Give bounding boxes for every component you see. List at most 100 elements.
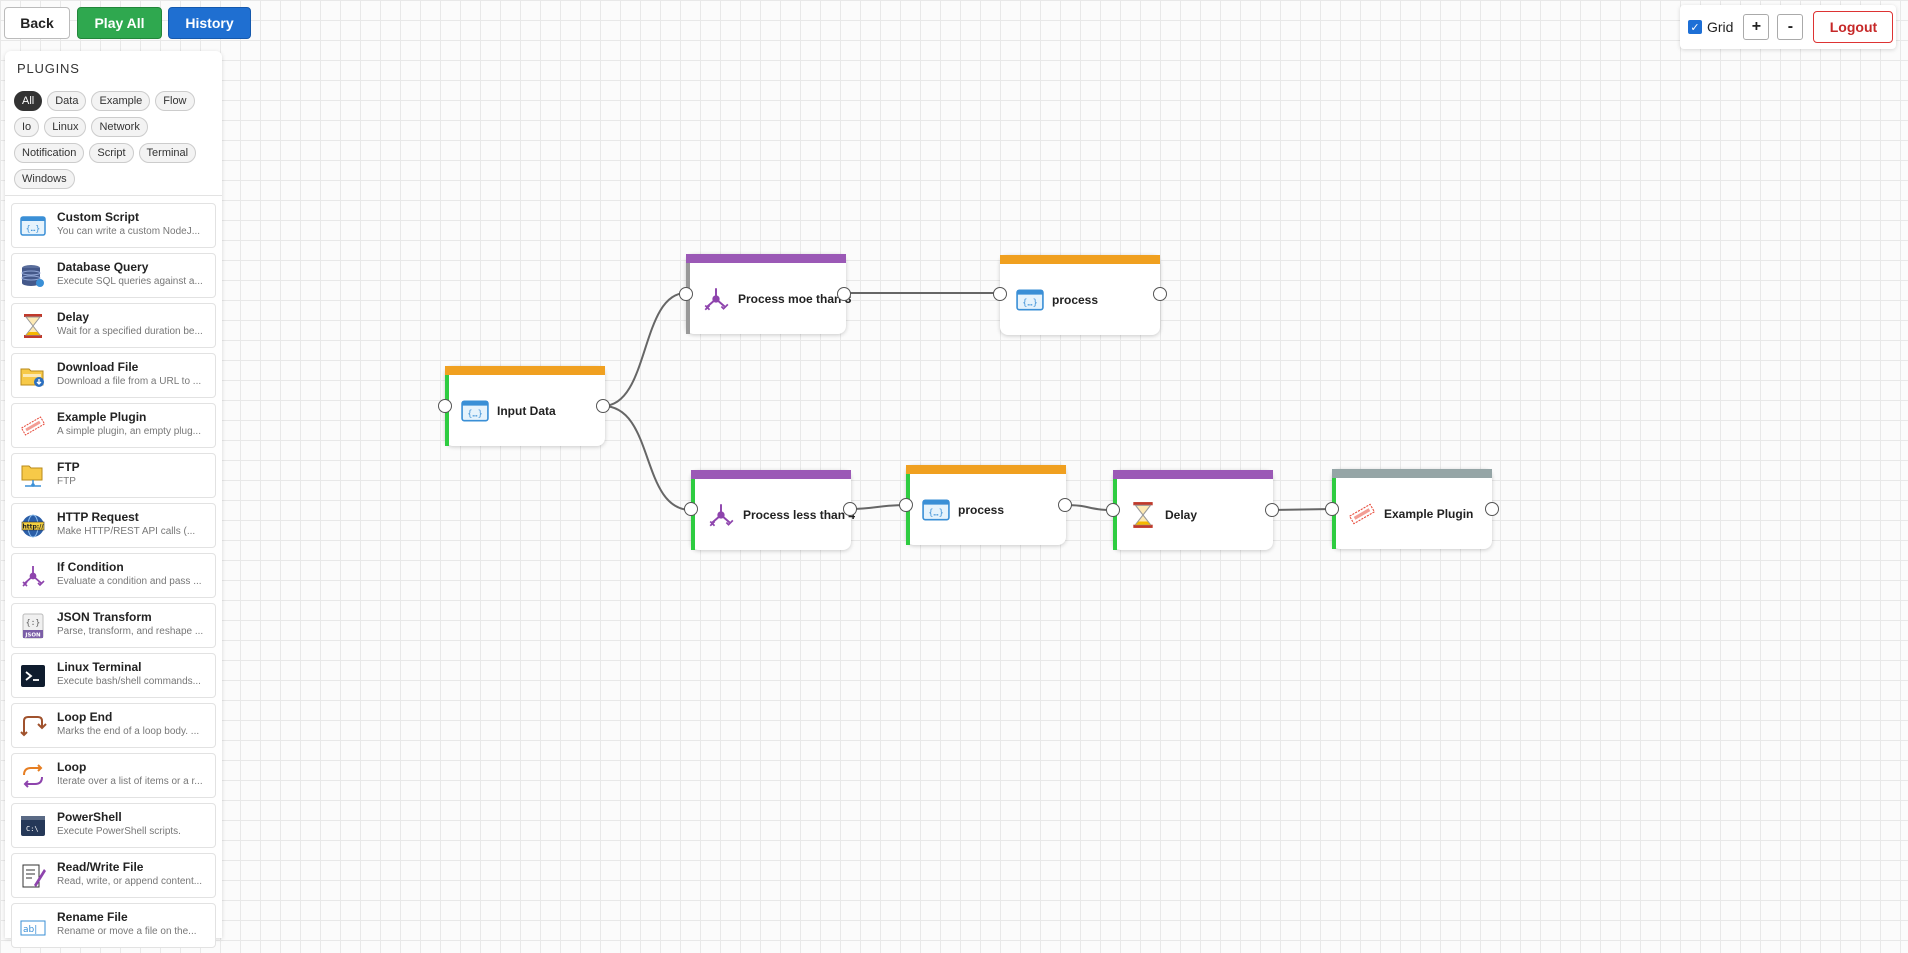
node-process-more[interactable]: Process moe than 3 bbox=[686, 254, 851, 334]
category-filters: All Data Example Flow Io Linux Network N… bbox=[14, 91, 219, 189]
json-icon: {:}JSON bbox=[22, 613, 44, 639]
code-window-icon: {…} bbox=[461, 400, 489, 422]
output-port[interactable] bbox=[1153, 287, 1167, 301]
input-port[interactable] bbox=[684, 502, 698, 516]
plugin-item-read-write-file[interactable]: Read/Write File Read, write, or append c… bbox=[11, 853, 216, 898]
plugin-item-http-request[interactable]: http:// HTTP Request Make HTTP/REST API … bbox=[11, 503, 216, 548]
plugin-item-delay[interactable]: Delay Wait for a specified duration be..… bbox=[11, 303, 216, 348]
code-window-icon: {…} bbox=[20, 216, 46, 236]
input-port[interactable] bbox=[993, 287, 1007, 301]
input-port[interactable] bbox=[1325, 502, 1339, 516]
input-port[interactable] bbox=[438, 399, 452, 413]
node-label: Delay bbox=[1165, 508, 1198, 522]
edge-delay-to-example bbox=[1271, 508, 1333, 511]
hourglass-icon bbox=[1133, 502, 1153, 528]
svg-text:{…}: {…} bbox=[26, 224, 40, 233]
filter-chip-script[interactable]: Script bbox=[89, 143, 134, 163]
plugin-item-rename-file[interactable]: ab| Rename File Rename or move a file on… bbox=[11, 903, 216, 948]
history-button[interactable]: History bbox=[168, 7, 251, 39]
filter-chip-windows[interactable]: Windows bbox=[14, 169, 75, 189]
canvas-controls: ✓ Grid + - Logout bbox=[1680, 5, 1896, 49]
plugin-desc: Execute PowerShell scripts. bbox=[57, 826, 181, 837]
filter-chip-flow[interactable]: Flow bbox=[155, 91, 195, 111]
plugin-name: Example Plugin bbox=[57, 410, 147, 424]
example-stamp-icon bbox=[1348, 503, 1376, 525]
output-port[interactable] bbox=[596, 399, 610, 413]
plugin-item-loop[interactable]: Loop Iterate over a list of items or a r… bbox=[11, 753, 216, 798]
node-example-plugin[interactable]: Example Plugin bbox=[1332, 469, 1492, 549]
svg-text:http://: http:// bbox=[22, 524, 44, 531]
plugin-item-if-condition[interactable]: If Condition Evaluate a condition and pa… bbox=[11, 553, 216, 598]
filter-chip-data[interactable]: Data bbox=[47, 91, 87, 111]
grid-checkbox[interactable]: ✓ bbox=[1688, 20, 1702, 34]
plugin-item-ftp[interactable]: FTP FTP bbox=[11, 453, 216, 498]
plugin-desc: You can write a custom NodeJ... bbox=[57, 226, 201, 237]
output-port[interactable] bbox=[843, 502, 857, 516]
node-label: Example Plugin bbox=[1384, 507, 1474, 521]
filter-chip-io[interactable]: Io bbox=[14, 117, 40, 137]
terminal-icon bbox=[21, 665, 45, 687]
edge-process-less-to-process bbox=[849, 504, 907, 510]
node-process-2[interactable]: {…} process bbox=[906, 465, 1066, 545]
back-button[interactable]: Back bbox=[4, 7, 70, 39]
input-port[interactable] bbox=[899, 498, 913, 512]
code-window-icon: {…} bbox=[1016, 289, 1044, 311]
zoom-out-button[interactable]: - bbox=[1777, 14, 1804, 40]
plugin-desc: Download a file from a URL to ... bbox=[57, 376, 202, 387]
plugin-item-download-file[interactable]: Download File Download a file from a URL… bbox=[11, 353, 216, 398]
filter-chip-network[interactable]: Network bbox=[91, 117, 148, 137]
plugin-item-custom-script[interactable]: {…} Custom Script You can write a custom… bbox=[11, 203, 216, 248]
plugin-item-json-transform[interactable]: {:}JSON JSON Transform Parse, transform,… bbox=[11, 603, 216, 648]
input-port[interactable] bbox=[679, 287, 693, 301]
logout-button[interactable]: Logout bbox=[1813, 11, 1894, 43]
output-port[interactable] bbox=[1485, 502, 1499, 516]
plugin-item-database-query[interactable]: Database Query Execute SQL queries again… bbox=[11, 253, 216, 298]
output-port[interactable] bbox=[1265, 503, 1279, 517]
file-edit-icon bbox=[22, 864, 46, 888]
plugin-name: Loop bbox=[57, 760, 87, 774]
plugin-name: Read/Write File bbox=[57, 860, 144, 874]
hourglass-icon bbox=[24, 314, 42, 338]
node-header-bar bbox=[445, 366, 605, 375]
plugin-desc: A simple plugin, an empty plug... bbox=[57, 426, 201, 437]
plugin-name: JSON Transform bbox=[57, 610, 152, 624]
plugin-item-loop-end[interactable]: Loop End Marks the end of a loop body. .… bbox=[11, 703, 216, 748]
filter-chip-notification[interactable]: Notification bbox=[14, 143, 85, 163]
database-icon bbox=[21, 265, 44, 287]
plugin-name: Download File bbox=[57, 360, 139, 374]
download-folder-icon bbox=[20, 368, 44, 387]
ftp-folder-icon bbox=[21, 465, 43, 487]
node-label: Process less than 4 bbox=[743, 508, 856, 522]
plugin-name: PowerShell bbox=[57, 810, 122, 824]
node-label: Process moe than 3 bbox=[738, 292, 852, 306]
node-process-less[interactable]: Process less than 4 bbox=[691, 470, 855, 550]
node-delay[interactable]: Delay bbox=[1113, 470, 1273, 550]
filter-chip-terminal[interactable]: Terminal bbox=[138, 143, 197, 163]
filter-chip-all[interactable]: All bbox=[14, 91, 43, 111]
input-port[interactable] bbox=[1106, 503, 1120, 517]
node-process-1[interactable]: {…} process bbox=[1000, 255, 1160, 335]
plugin-desc: Parse, transform, and reshape ... bbox=[57, 626, 204, 637]
zoom-in-button[interactable]: + bbox=[1743, 14, 1770, 40]
plugin-desc: FTP bbox=[57, 476, 76, 487]
edge-input-to-process-less bbox=[602, 405, 692, 511]
plugin-name: FTP bbox=[57, 460, 80, 474]
plugins-sidebar: PLUGINS All Data Example Flow Io Linux N… bbox=[5, 51, 222, 948]
plugin-item-linux-terminal[interactable]: Linux Terminal Execute bash/shell comman… bbox=[11, 653, 216, 698]
plugin-desc: Marks the end of a loop body. ... bbox=[57, 726, 200, 737]
output-port[interactable] bbox=[837, 287, 851, 301]
plugin-item-example-plugin[interactable]: Example Plugin A simple plugin, an empty… bbox=[11, 403, 216, 448]
plugin-desc: Evaluate a condition and pass ... bbox=[57, 576, 202, 587]
sidebar-divider bbox=[5, 195, 222, 196]
plugin-item-powershell[interactable]: C:\ PowerShell Execute PowerShell script… bbox=[11, 803, 216, 848]
node-header-bar bbox=[686, 254, 846, 263]
plugin-desc: Rename or move a file on the... bbox=[57, 926, 197, 937]
play-all-button[interactable]: Play All bbox=[77, 7, 162, 39]
filter-chip-example[interactable]: Example bbox=[91, 91, 151, 111]
node-input-data[interactable]: {…} Input Data bbox=[445, 366, 605, 446]
plugin-name: Linux Terminal bbox=[57, 660, 142, 674]
filter-chip-linux[interactable]: Linux bbox=[44, 117, 87, 137]
http-globe-icon: http:// bbox=[21, 514, 44, 538]
node-header-bar bbox=[1332, 469, 1492, 478]
output-port[interactable] bbox=[1058, 498, 1072, 512]
